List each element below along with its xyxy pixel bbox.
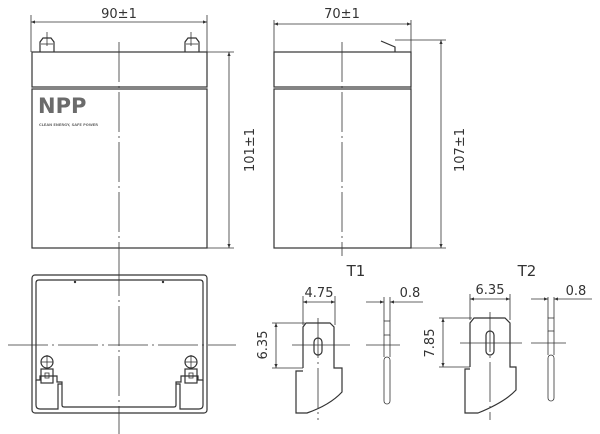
t1-thickness-dim: 0.8 [400, 286, 421, 301]
t1-width-dim: 4.75 [305, 286, 334, 301]
terminal-left [39, 32, 55, 52]
logo-tagline: CLEAN ENERGY, SAFE POWER [39, 123, 98, 127]
height-dim-107: 107±1 [453, 128, 468, 172]
side-view: 70±1 107±1 [273, 7, 468, 256]
width-dim-70: 70±1 [324, 7, 360, 22]
front-view: NPP CLEAN ENERGY, SAFE POWER 90±1 101±1 [30, 7, 258, 256]
t2-height-dim: 7.85 [423, 329, 438, 358]
t2-thickness-dim: 0.8 [566, 284, 587, 299]
terminal-tab [380, 40, 396, 52]
logo-text: NPP [38, 94, 86, 118]
t2-width-dim: 6.35 [476, 283, 505, 298]
terminal-right [184, 32, 200, 52]
terminal-t1-detail: T1 4.75 6.35 0.8 [256, 262, 423, 420]
t1-label: T1 [346, 262, 366, 280]
top-view [8, 256, 236, 434]
height-dim-101: 101±1 [243, 128, 258, 172]
t1-height-dim: 6.35 [256, 331, 271, 360]
npp-logo: NPP CLEAN ENERGY, SAFE POWER [38, 94, 98, 127]
t2-label: T2 [517, 262, 537, 280]
terminal-t2-detail: T2 6.35 7.85 0.8 [423, 262, 592, 420]
width-dim-90: 90±1 [101, 7, 137, 22]
